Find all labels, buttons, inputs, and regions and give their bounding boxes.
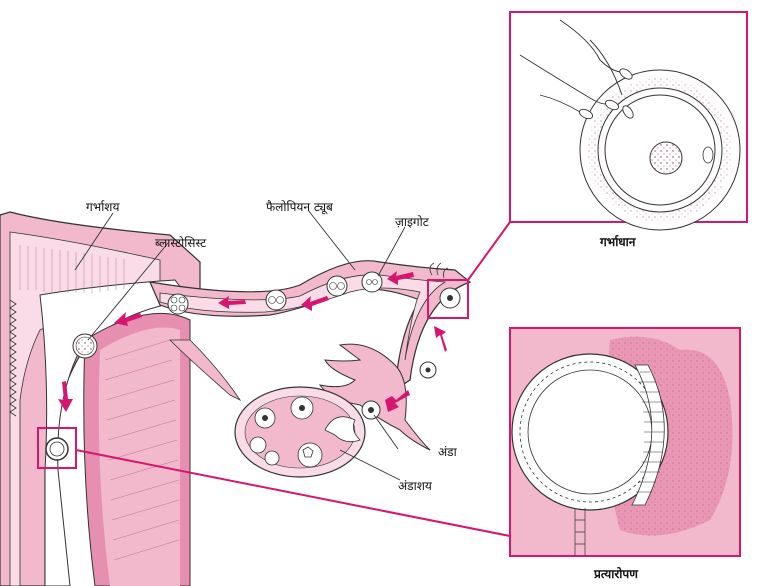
egg-cell-2: [361, 400, 381, 420]
implantation-inset: [509, 327, 741, 557]
label-blastocyst: ब्लास्टोसिस्ट: [155, 236, 207, 250]
uterus: [0, 211, 201, 586]
fertilization-cell: [429, 262, 461, 309]
label-zygote: ज़ाइगोट: [395, 215, 429, 229]
fertilization-inset: [509, 11, 748, 231]
label-uterus: गर्भाशय: [86, 200, 120, 214]
two-cell-stage: [326, 275, 348, 297]
egg-cell-1: [419, 361, 437, 379]
caption-fertilization: गर्भाधान: [600, 235, 636, 249]
ovary: [169, 339, 366, 478]
fallopian-tube: [149, 260, 472, 451]
morula-cell: [167, 293, 189, 315]
blastocyst-cell: [72, 333, 98, 359]
leader-lines: [74, 209, 406, 481]
zygote-cell: [361, 271, 383, 293]
label-egg: अंडा: [438, 445, 457, 459]
label-fallopian-tube: फैलोपियन ट्यूब: [266, 200, 333, 214]
implanting-cell: [45, 437, 69, 461]
four-cell-stage: [265, 289, 287, 311]
caption-implantation: प्रत्यारोपण: [594, 567, 638, 581]
inset-markers: [37, 221, 511, 537]
label-ovary: अंडाशय: [398, 479, 432, 493]
migration-arrows: [58, 271, 447, 412]
